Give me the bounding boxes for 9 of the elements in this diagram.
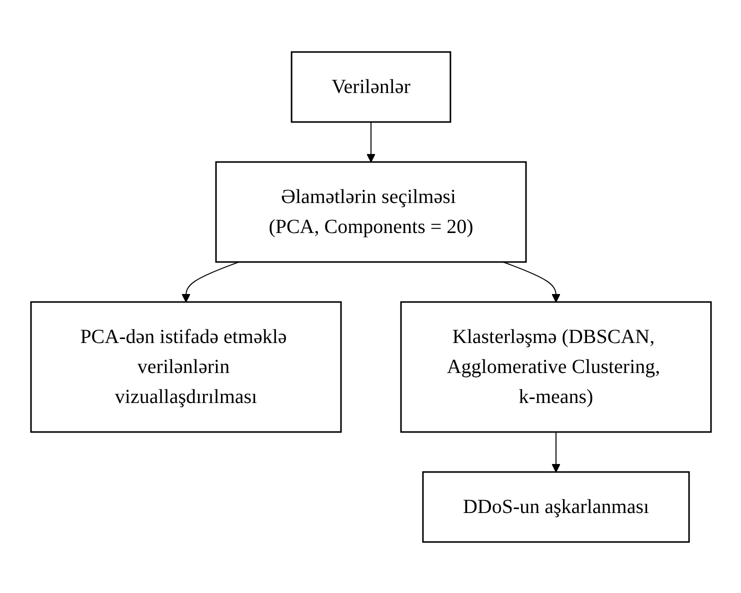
node-box: Verilənlər: [290, 50, 451, 122]
arrow: [551, 431, 560, 472]
node-box: PCA-dən istifadə etməklə verilənlərin vizuallaşdırılması: [30, 300, 342, 432]
node-box: Əlamətlərin seçilməsi (PCA, Components = 20): [214, 160, 526, 262]
node-box: DDoS-un aşkarlanması: [422, 470, 690, 542]
arrow: [366, 121, 375, 162]
arrow: [181, 261, 239, 302]
arrow: [502, 261, 560, 302]
node-box: Klasterləşmə (DBSCAN, Agglomerative Clustering, k-means): [400, 300, 712, 432]
